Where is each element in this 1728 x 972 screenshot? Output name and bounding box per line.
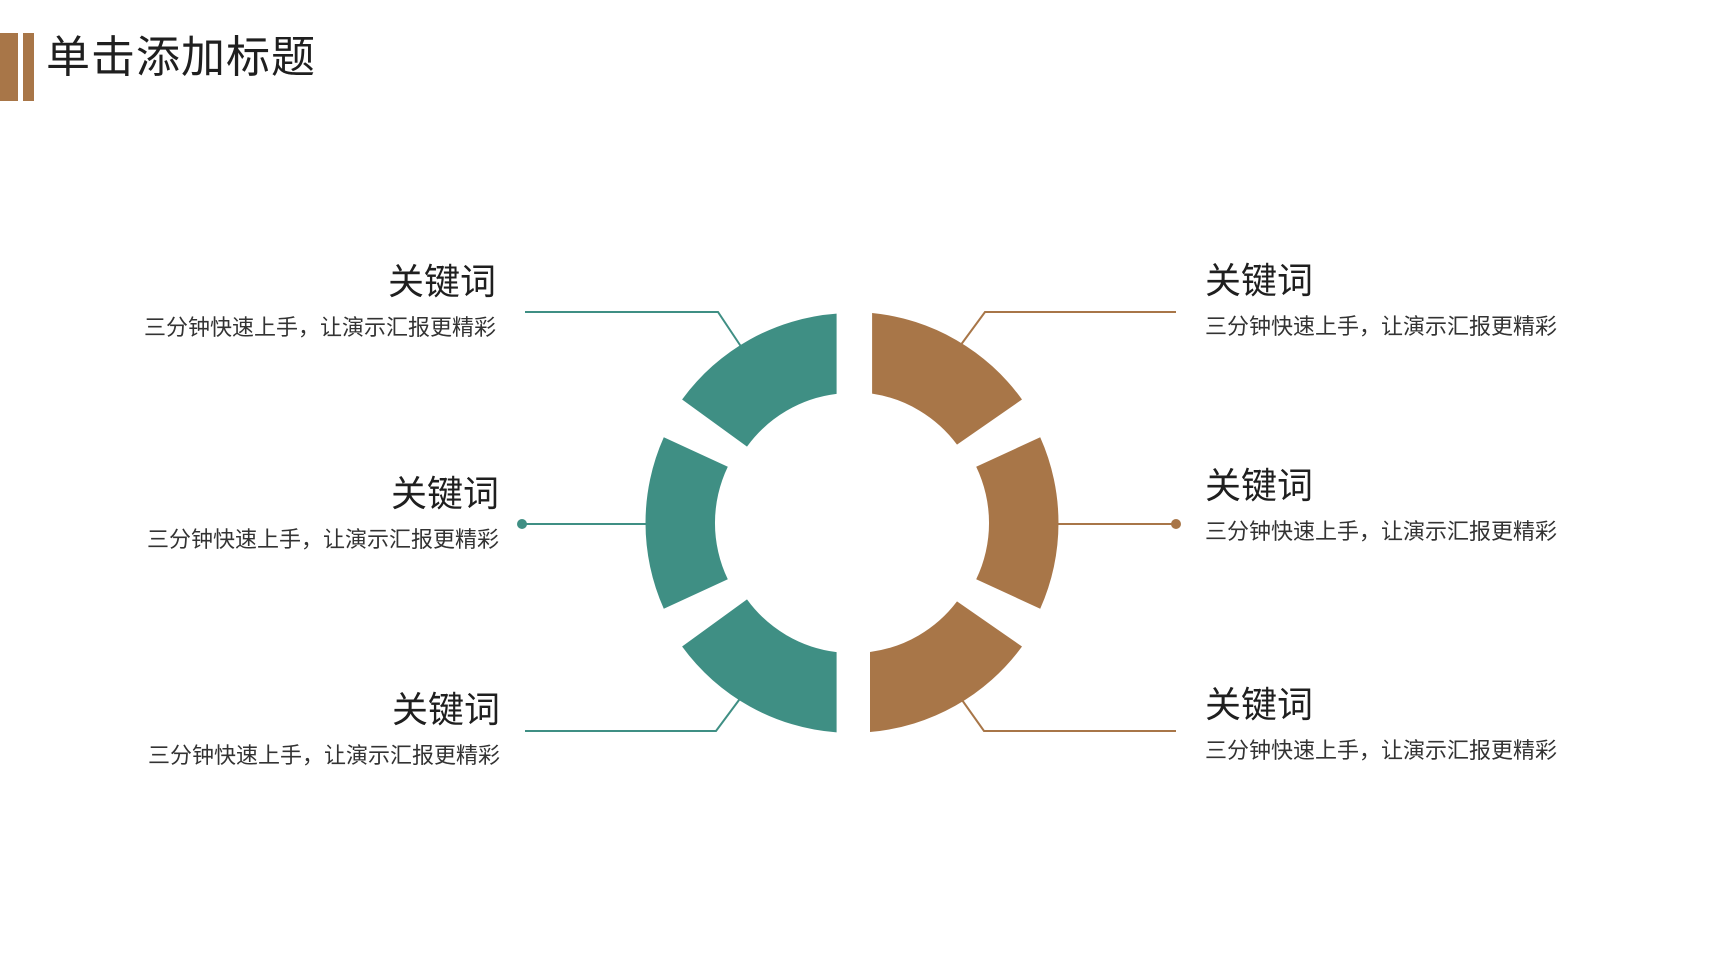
connector-line-top-right — [959, 311, 1176, 347]
connector-line-bottom-left — [525, 695, 743, 732]
ring-segment-bottom-left[interactable] — [682, 599, 837, 733]
connector-line-top-left — [525, 311, 743, 349]
keyword-block-middle-right: 关键词 三分钟快速上手，让演示汇报更精彩 — [1205, 464, 1645, 548]
keyword-title[interactable]: 关键词 — [387, 262, 496, 303]
ring-segment-middle-right[interactable] — [976, 437, 1059, 609]
title-bar: 单击添加标题 — [0, 0, 1728, 110]
ring-segment-middle-left[interactable] — [645, 437, 728, 609]
ring-segment-top-right[interactable] — [872, 313, 1022, 445]
keyword-description[interactable]: 三分钟快速上手，让演示汇报更精彩 — [147, 744, 500, 769]
keyword-title[interactable]: 关键词 — [1205, 466, 1314, 507]
keyword-block-top-right: 关键词 三分钟快速上手，让演示汇报更精彩 — [1205, 259, 1645, 343]
keyword-description[interactable]: 三分钟快速上手，让演示汇报更精彩 — [1205, 739, 1558, 764]
keyword-title[interactable]: 关键词 — [1205, 685, 1314, 726]
keyword-block-top-left: 关键词 三分钟快速上手，让演示汇报更精彩 — [56, 260, 496, 344]
connector-dot-middle-left — [517, 519, 527, 529]
keyword-block-middle-left: 关键词 三分钟快速上手，让演示汇报更精彩 — [59, 472, 499, 556]
keyword-title[interactable]: 关键词 — [1205, 261, 1314, 302]
keyword-block-bottom-right: 关键词 三分钟快速上手，让演示汇报更精彩 — [1205, 683, 1645, 767]
title-accent-bar — [0, 33, 18, 101]
ring-segment-top-left[interactable] — [682, 313, 837, 447]
page-title[interactable]: 单击添加标题 — [46, 32, 316, 83]
connector-dot-middle-right — [1171, 519, 1181, 529]
keyword-block-bottom-left: 关键词 三分钟快速上手，让演示汇报更精彩 — [60, 688, 500, 772]
title-accent-bar-thin — [23, 33, 34, 101]
keyword-title[interactable]: 关键词 — [390, 474, 499, 515]
connector-line-bottom-right — [961, 699, 1176, 732]
keyword-description[interactable]: 三分钟快速上手，让演示汇报更精彩 — [146, 528, 499, 553]
ring-segment-bottom-right[interactable] — [870, 601, 1022, 732]
keyword-description[interactable]: 三分钟快速上手，让演示汇报更精彩 — [143, 316, 496, 341]
keyword-description[interactable]: 三分钟快速上手，让演示汇报更精彩 — [1205, 520, 1558, 545]
keyword-title[interactable]: 关键词 — [391, 690, 500, 731]
keyword-description[interactable]: 三分钟快速上手，让演示汇报更精彩 — [1205, 315, 1558, 340]
